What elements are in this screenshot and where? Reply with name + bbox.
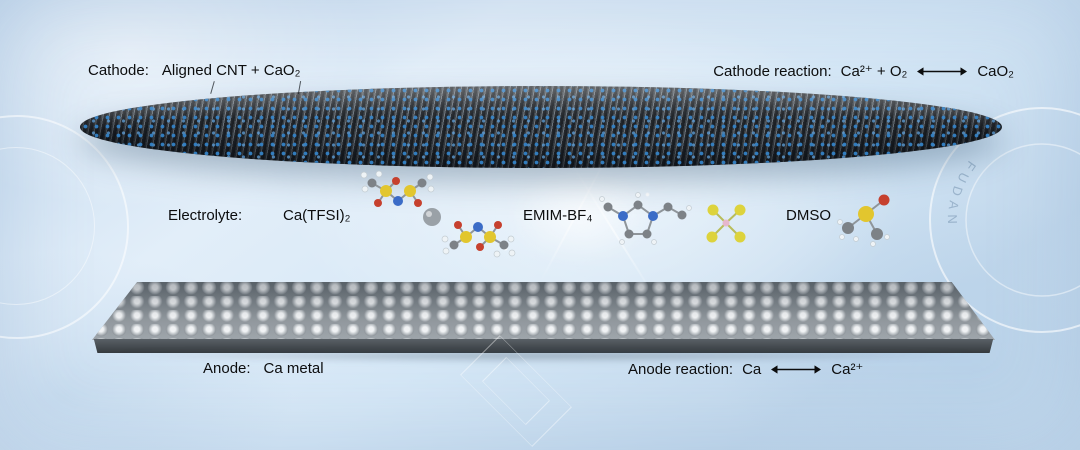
component-name: DMSO — [786, 207, 831, 224]
cathode-label-value: Aligned CNT + CaO₂ — [161, 62, 301, 79]
dmso-molecule — [837, 194, 890, 247]
anode-reaction-rhs: Ca²⁺ — [831, 361, 864, 378]
cathode-reaction-lhs: Ca²⁺ + O₂ — [840, 63, 908, 80]
cathode-label-prefix: Cathode: — [88, 62, 149, 79]
label-pointer-line — [210, 81, 215, 94]
anode-shadow — [106, 352, 986, 364]
anode-slab — [92, 282, 995, 364]
watermark-right-seal: FUDAN — [929, 107, 1080, 333]
reversible-arrow-icon — [771, 364, 822, 374]
anode-label: Anode: Ca metal — [203, 360, 324, 377]
anode-reaction: Anode reaction: Ca Ca²⁺ — [628, 360, 864, 379]
anode-reaction-prefix: Anode reaction: — [628, 360, 734, 378]
anode-reaction-lhs: Ca — [742, 360, 762, 378]
frost-ornament — [430, 315, 600, 450]
cathode-reaction-rhs: CaO₂ — [977, 62, 1014, 80]
bf4-anion-molecule — [706, 204, 746, 243]
seal-inner-ring — [965, 143, 1080, 297]
seal-text: FUDAN — [945, 158, 979, 230]
cathode-cnt-array — [80, 86, 1002, 168]
electrolyte-component-emim-bf4: EMIM-BF₄ — [523, 207, 592, 224]
anode-top-surface — [92, 282, 995, 340]
calcium-ion-highlight — [426, 211, 432, 217]
sparkle-dot — [645, 192, 650, 197]
cao2-particles-overlay — [80, 86, 1002, 168]
reversible-arrow-icon — [917, 66, 968, 76]
calcium-ion — [423, 208, 441, 226]
component-name: Ca(TFSI)₂ — [283, 207, 351, 224]
cathode-sheen — [80, 86, 1002, 168]
tfsi-anion — [360, 170, 435, 208]
cathode-label: Cathode: Aligned CNT + CaO₂ — [88, 62, 300, 79]
electrolyte-component-ca-tfsi2: Ca(TFSI)₂ — [283, 207, 351, 224]
seal-outer-ring — [929, 107, 1080, 333]
electrolyte-component-dmso: DMSO — [786, 207, 831, 224]
sparkle-dot — [503, 246, 508, 251]
component-name: EMIM-BF₄ — [523, 207, 593, 224]
cathode-reaction: Cathode reaction: Ca²⁺ + O₂ CaO₂ — [713, 62, 1014, 81]
cathode-reaction-prefix: Cathode reaction: — [713, 62, 832, 80]
anode-front-face — [93, 339, 994, 353]
electrolyte-label-text: Electrolyte: — [168, 207, 243, 224]
electrolyte-label: Electrolyte: — [168, 207, 242, 224]
anode-label-value: Ca metal — [263, 360, 324, 377]
anode-label-prefix: Anode: — [203, 360, 251, 377]
